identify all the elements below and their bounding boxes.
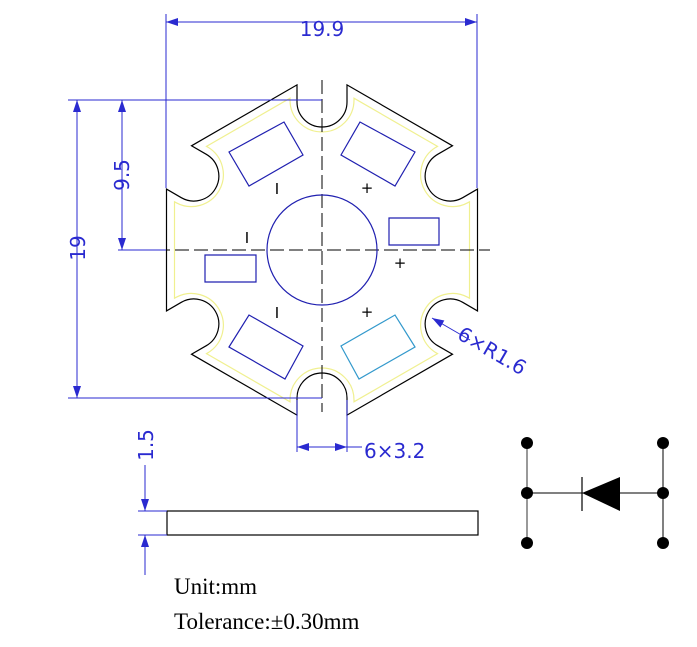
unit-note: Unit:mm — [174, 574, 258, 599]
board-side-view — [166, 510, 479, 536]
negative-mark: I — [245, 229, 249, 247]
notch-radius-label: 6×R1.6 — [454, 322, 531, 380]
terminal-dot — [657, 437, 669, 449]
terminal-dot — [521, 487, 533, 499]
thickness-label: 1.5 — [134, 429, 158, 461]
height-dimension — [68, 99, 322, 399]
board-inner-outline — [173, 97, 471, 403]
terminal-dot — [521, 437, 533, 449]
pad-top-left — [228, 121, 304, 187]
terminal-dot — [657, 487, 669, 499]
pad-bottom-left — [228, 314, 304, 380]
half-height-dimension — [118, 100, 166, 251]
notch-width-label: 6×3.2 — [364, 439, 425, 463]
positive-mark: + — [394, 254, 407, 272]
pads — [204, 121, 440, 380]
negative-mark: I — [275, 304, 279, 322]
width-dimension — [165, 14, 478, 188]
terminal-dot — [657, 537, 669, 549]
notch-radius-leader — [431, 317, 471, 341]
negative-mark: I — [275, 180, 279, 198]
positive-mark: + — [361, 179, 374, 197]
pad-right — [388, 217, 440, 246]
pad-left — [204, 254, 257, 283]
terminal-dot — [521, 537, 533, 549]
positive-mark: + — [361, 303, 374, 321]
height-label: 19 — [66, 235, 90, 260]
circuit-schematic — [521, 437, 669, 549]
width-label: 19.9 — [300, 17, 345, 41]
diode-icon — [582, 477, 620, 511]
pad-top-right — [340, 121, 416, 187]
led-center-circle — [266, 194, 378, 306]
half-height-label: 9.5 — [110, 159, 134, 191]
tolerance-note: Tolerance:±0.30mm — [174, 609, 360, 634]
notch-width-dimension — [296, 400, 362, 452]
thickness-dimension — [138, 465, 167, 575]
pad-bottom-right — [340, 314, 416, 380]
